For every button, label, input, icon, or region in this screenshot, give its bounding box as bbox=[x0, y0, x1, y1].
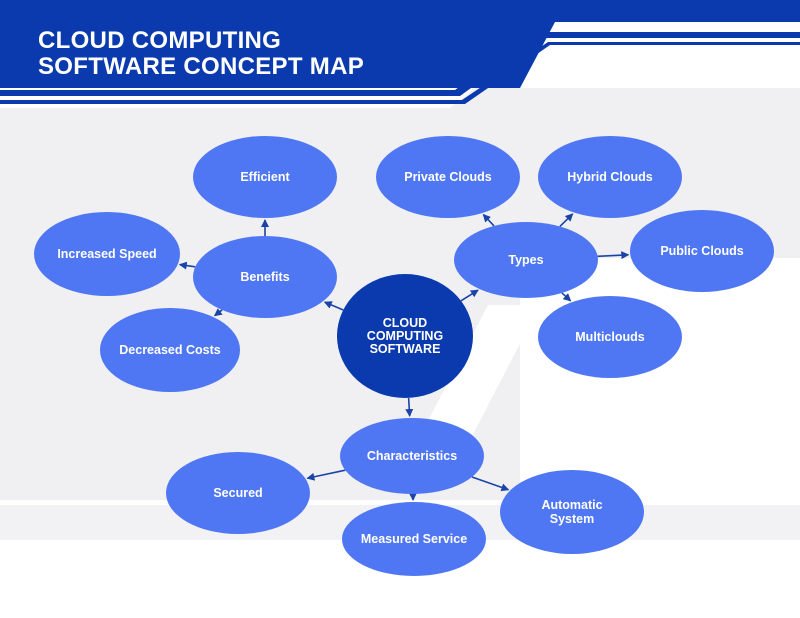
node-label: Secured bbox=[213, 486, 263, 500]
node-label: Efficient bbox=[240, 170, 290, 184]
node-label: Decreased Costs bbox=[119, 343, 221, 357]
node-benefits: Benefits bbox=[193, 236, 337, 318]
node-label: Hybrid Clouds bbox=[567, 170, 653, 184]
node-label: Private Clouds bbox=[404, 170, 492, 184]
node-increased-speed: Increased Speed bbox=[34, 212, 180, 296]
node-efficient: Efficient bbox=[193, 136, 337, 218]
node-label: Multiclouds bbox=[575, 330, 645, 344]
node-automatic-system: Automatic System bbox=[500, 470, 644, 554]
node-label: Increased Speed bbox=[57, 247, 157, 261]
title-line-2: SOFTWARE CONCEPT MAP bbox=[38, 53, 365, 80]
page-title: CLOUD COMPUTING SOFTWARE CONCEPT MAP bbox=[38, 28, 364, 80]
node-label: Types bbox=[508, 253, 544, 267]
node-decreased-costs: Decreased Costs bbox=[100, 308, 240, 392]
node-types: Types bbox=[454, 222, 598, 298]
node-private-clouds: Private Clouds bbox=[376, 136, 520, 218]
node-label: Measured Service bbox=[360, 532, 468, 546]
node-cloud-computing-software: CLOUD COMPUTING SOFTWARE bbox=[337, 274, 473, 398]
title-line-1: CLOUD COMPUTING bbox=[38, 27, 282, 54]
node-label: CLOUD COMPUTING SOFTWARE bbox=[366, 315, 444, 356]
node-measured-service: Measured Service bbox=[342, 502, 486, 576]
header-banner bbox=[0, 0, 800, 88]
node-secured: Secured bbox=[166, 452, 310, 534]
node-label: Public Clouds bbox=[660, 244, 744, 258]
background-diagonal-light bbox=[418, 305, 540, 440]
node-label: Automatic System bbox=[541, 498, 603, 526]
node-label: Characteristics bbox=[366, 449, 458, 463]
node-multiclouds: Multiclouds bbox=[538, 296, 682, 378]
node-characteristics: Characteristics bbox=[340, 418, 484, 494]
node-label: Benefits bbox=[240, 270, 290, 284]
node-public-clouds: Public Clouds bbox=[630, 210, 774, 292]
node-hybrid-clouds: Hybrid Clouds bbox=[538, 136, 682, 218]
